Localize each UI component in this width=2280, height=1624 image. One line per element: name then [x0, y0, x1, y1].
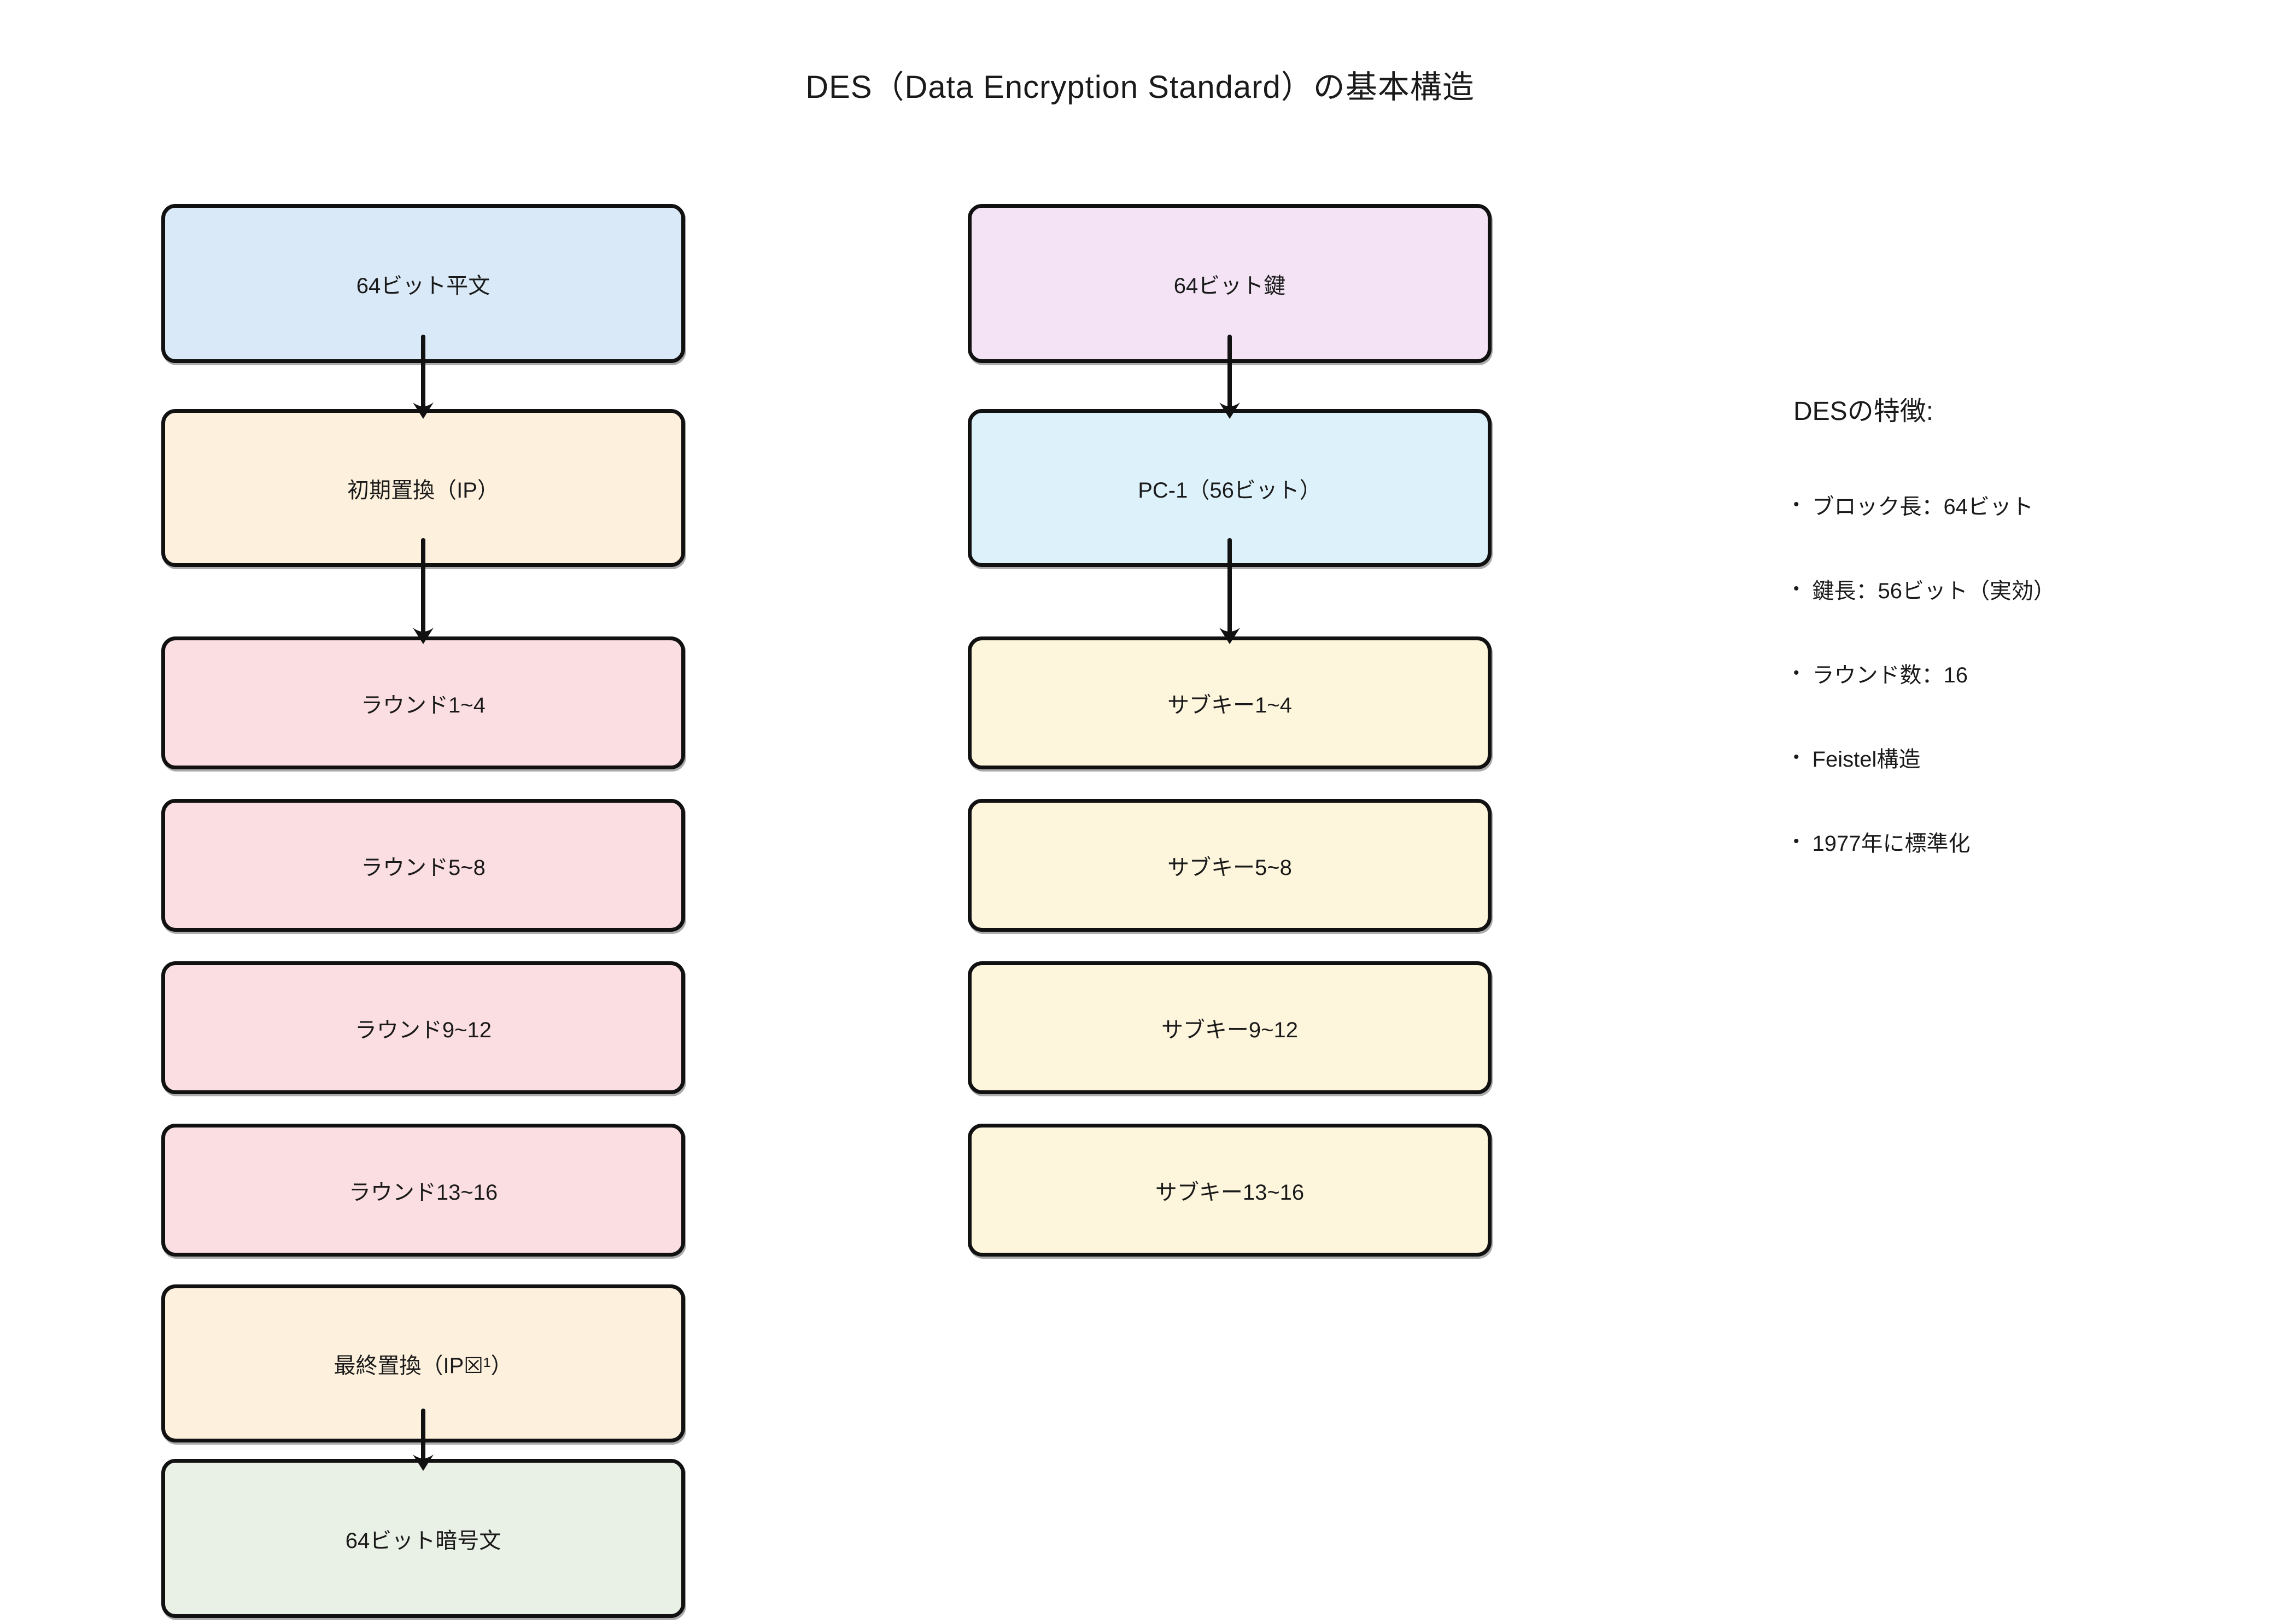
node-rounds-9-12-label: ラウンド9~12 [354, 1018, 492, 1042]
node-initial-permutation-label: 初期置換（IP） [347, 478, 499, 503]
bullet-icon: • [1793, 495, 1799, 513]
node-ciphertext-label: 64ビット暗号文 [345, 1528, 501, 1553]
note-text: 鍵長：56ビット（実効） [1812, 579, 2056, 603]
node-rounds-5-8: ラウンド5~8 [161, 799, 685, 932]
note-text: 1977年に標準化 [1812, 832, 1971, 856]
diagram-title: DES（Data Encryption Standard）の基本構造 [805, 69, 1475, 105]
node-subkeys-5-8-label: サブキー5~8 [1167, 855, 1292, 880]
notes-heading: DESの特徴: [1793, 397, 1934, 426]
node-rounds-1-4-label: ラウンド1~4 [361, 693, 486, 717]
note-item-round-count: • ラウンド数：16 [1793, 657, 2242, 689]
node-subkeys-5-8: サブキー5~8 [968, 799, 1492, 932]
node-pc1-label: PC-1（56ビット） [1138, 478, 1322, 503]
bullet-icon: • [1793, 832, 1799, 850]
node-final-permutation-label: 最終置換（IP☒¹） [334, 1353, 513, 1378]
node-rounds-1-4: ラウンド1~4 [161, 636, 685, 769]
note-text: ラウンド数：16 [1812, 663, 1968, 687]
note-item-feistel: • Feistel構造 [1793, 741, 2242, 773]
node-subkeys-13-16: サブキー13~16 [968, 1124, 1492, 1257]
arrow-key-to-pc1 [1219, 335, 1240, 419]
node-subkeys-1-4-label: サブキー1~4 [1167, 693, 1292, 717]
bullet-icon: • [1793, 748, 1799, 766]
node-key-64bit-label: 64ビット鍵 [1173, 273, 1286, 298]
node-rounds-5-8-label: ラウンド5~8 [361, 855, 486, 880]
arrow-pc1-to-subkeys [1219, 538, 1240, 644]
node-subkeys-13-16-label: サブキー13~16 [1155, 1180, 1305, 1205]
node-ciphertext: 64ビット暗号文 [161, 1459, 685, 1618]
note-text: Feistel構造 [1812, 747, 1921, 772]
node-subkeys-1-4: サブキー1~4 [968, 636, 1492, 769]
node-subkeys-9-12: サブキー9~12 [968, 961, 1492, 1094]
note-item-block-length: • ブロック長：64ビット [1793, 489, 2242, 521]
bullet-icon: • [1793, 580, 1799, 598]
node-plaintext-label: 64ビット平文 [356, 273, 490, 298]
node-rounds-13-16: ラウンド13~16 [161, 1124, 685, 1257]
arrow-initial-permutation-to-rounds [413, 538, 434, 644]
note-item-standardized: • 1977年に標準化 [1793, 826, 2242, 857]
note-text: ブロック長：64ビット [1812, 495, 2034, 519]
node-subkeys-9-12-label: サブキー9~12 [1161, 1018, 1299, 1042]
notes-list: • ブロック長：64ビット • 鍵長：56ビット（実効） • ラウンド数：16 … [1793, 489, 2242, 857]
arrow-final-permutation-to-ciphertext [413, 1409, 434, 1471]
node-rounds-9-12: ラウンド9~12 [161, 961, 685, 1094]
arrow-plaintext-to-initial-permutation [413, 335, 434, 419]
note-item-key-length: • 鍵長：56ビット（実効） [1793, 573, 2242, 605]
bullet-icon: • [1793, 664, 1799, 682]
node-rounds-13-16-label: ラウンド13~16 [348, 1180, 498, 1205]
notes-panel: DESの特徴: • ブロック長：64ビット • 鍵長：56ビット（実効） • ラ… [1793, 389, 2242, 857]
